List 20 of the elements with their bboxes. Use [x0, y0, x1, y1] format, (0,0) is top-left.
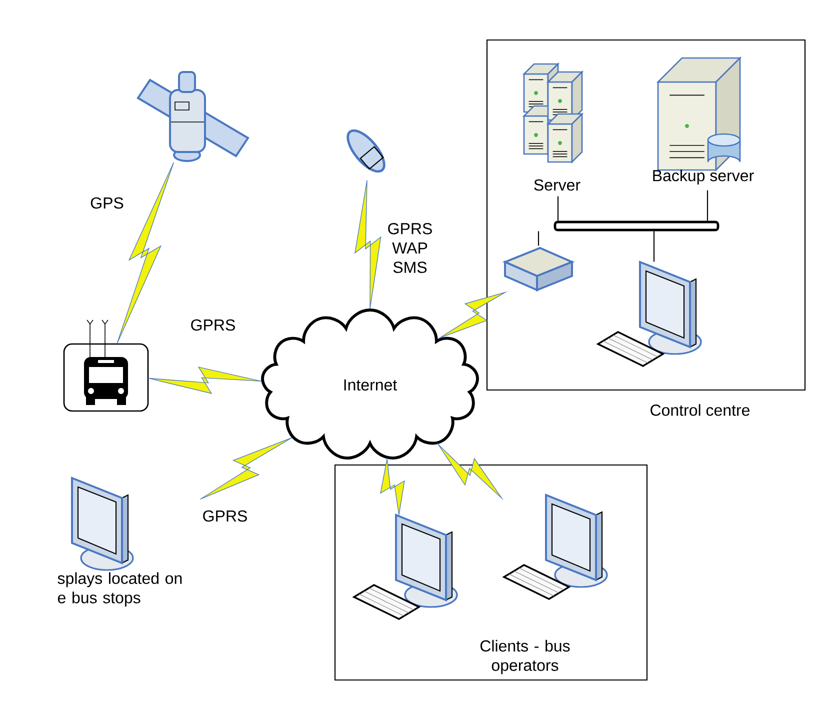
lightning-link	[200, 438, 292, 500]
lightning-link	[116, 162, 174, 344]
edge-label: GPRS	[201, 509, 249, 523]
edge-label: GPRS	[189, 318, 238, 332]
connector-line	[557, 196, 559, 221]
phone-drawing	[346, 129, 386, 173]
connector-line	[706, 190, 708, 221]
edge-label: GPRS WAP SMS	[382, 222, 438, 274]
connector-line	[538, 231, 540, 246]
group-label: Control centre	[650, 404, 750, 416]
lightning-link	[148, 366, 262, 394]
group-label: Clients - bus operators	[480, 640, 570, 674]
device-label: Server	[534, 179, 580, 191]
device-label: Backup server	[653, 170, 754, 184]
device-label: splays located on e bus stops	[58, 572, 182, 607]
connector-line	[653, 231, 655, 262]
edge-label: GPS	[88, 196, 126, 210]
network-bus-bar	[554, 220, 720, 232]
lightning-link	[354, 180, 382, 309]
bus-drawing	[63, 320, 149, 412]
